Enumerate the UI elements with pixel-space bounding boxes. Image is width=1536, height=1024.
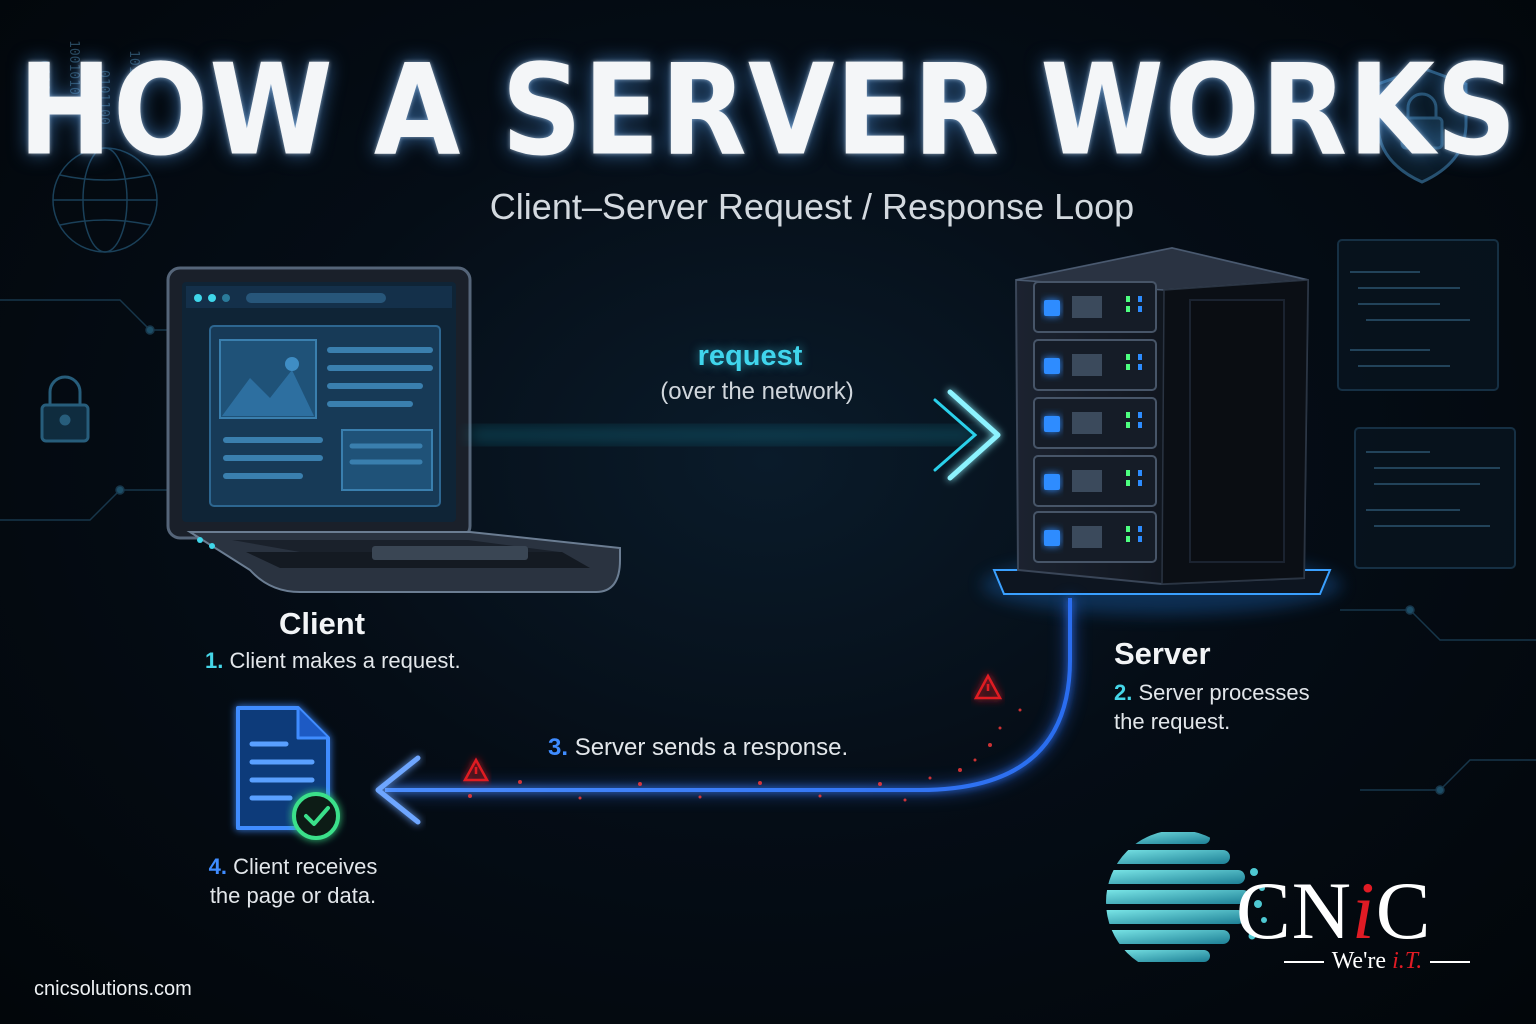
laptop-icon (166, 266, 621, 593)
server-label: Server (1114, 636, 1211, 671)
receive-step-text-line1: Client receives (233, 854, 378, 879)
receive-step-number: 4. (208, 854, 227, 879)
shield-lock-icon (1376, 66, 1468, 184)
response-step-text: Server sends a response. (574, 734, 849, 761)
padlock-icon (40, 375, 90, 443)
logo-word-suffix: C (1375, 865, 1432, 956)
server-step-text-line1: Server processes (1138, 680, 1310, 705)
circuit-lines (0, 299, 1536, 795)
client-label: Client (278, 606, 366, 641)
client-step-number: 1. (205, 648, 224, 673)
binary-column-text: 0110101 (36, 60, 51, 115)
binary-column-text: 1010011 (126, 50, 141, 105)
client-step: 1. Client makes a request. (205, 648, 461, 674)
request-sublabel: (over the network) (660, 378, 854, 405)
binary-column-text: 0101100 (96, 70, 111, 125)
server-step-number: 2. (1114, 680, 1133, 705)
request-arrow (470, 389, 1001, 481)
receive-step-text-line2: the page or data. (209, 883, 377, 908)
warning-icon (973, 673, 1003, 700)
page-subtitle: Client–Server Request / Response Loop (489, 186, 1135, 227)
logo-sphere (1106, 832, 1267, 962)
document-check-icon (236, 706, 340, 840)
warning-icon (462, 757, 490, 782)
packet-loss-sparks (468, 708, 1022, 802)
response-arrow (375, 598, 1076, 825)
server-step: 2. Server processes the request. (1114, 678, 1310, 736)
response-step-number: 3. (548, 734, 569, 761)
logo-word-accent: i (1351, 865, 1376, 956)
binary-column-text: 1001010 (66, 40, 81, 95)
request-label: request (697, 340, 803, 372)
logo-tagline-prefix: We're (1331, 948, 1393, 974)
receive-step: 4. Client receives the page or data. (188, 852, 398, 910)
server-step-text-line2: the request. (1114, 709, 1231, 734)
logo-tagline: We're i.T. (1266, 948, 1488, 975)
server-drive-bays (1033, 281, 1157, 563)
globe-icon (52, 147, 158, 253)
website-link[interactable]: cnicsolutions.com (34, 978, 192, 1000)
code-window-icon (1337, 239, 1516, 569)
page-title: HOW A SERVER WORKS (18, 38, 1518, 184)
server-rack-icon (982, 246, 1342, 615)
binary-column: 0110101 1001010 0101100 1010011 (36, 40, 141, 125)
client-step-text: Client makes a request. (229, 648, 461, 673)
logo-wordmark: CNiC (1236, 864, 1431, 958)
response-step: 3. Server sends a response. (548, 734, 848, 762)
logo-word-prefix: CN (1236, 865, 1352, 956)
logo-tagline-accent: i.T. (1392, 948, 1423, 974)
